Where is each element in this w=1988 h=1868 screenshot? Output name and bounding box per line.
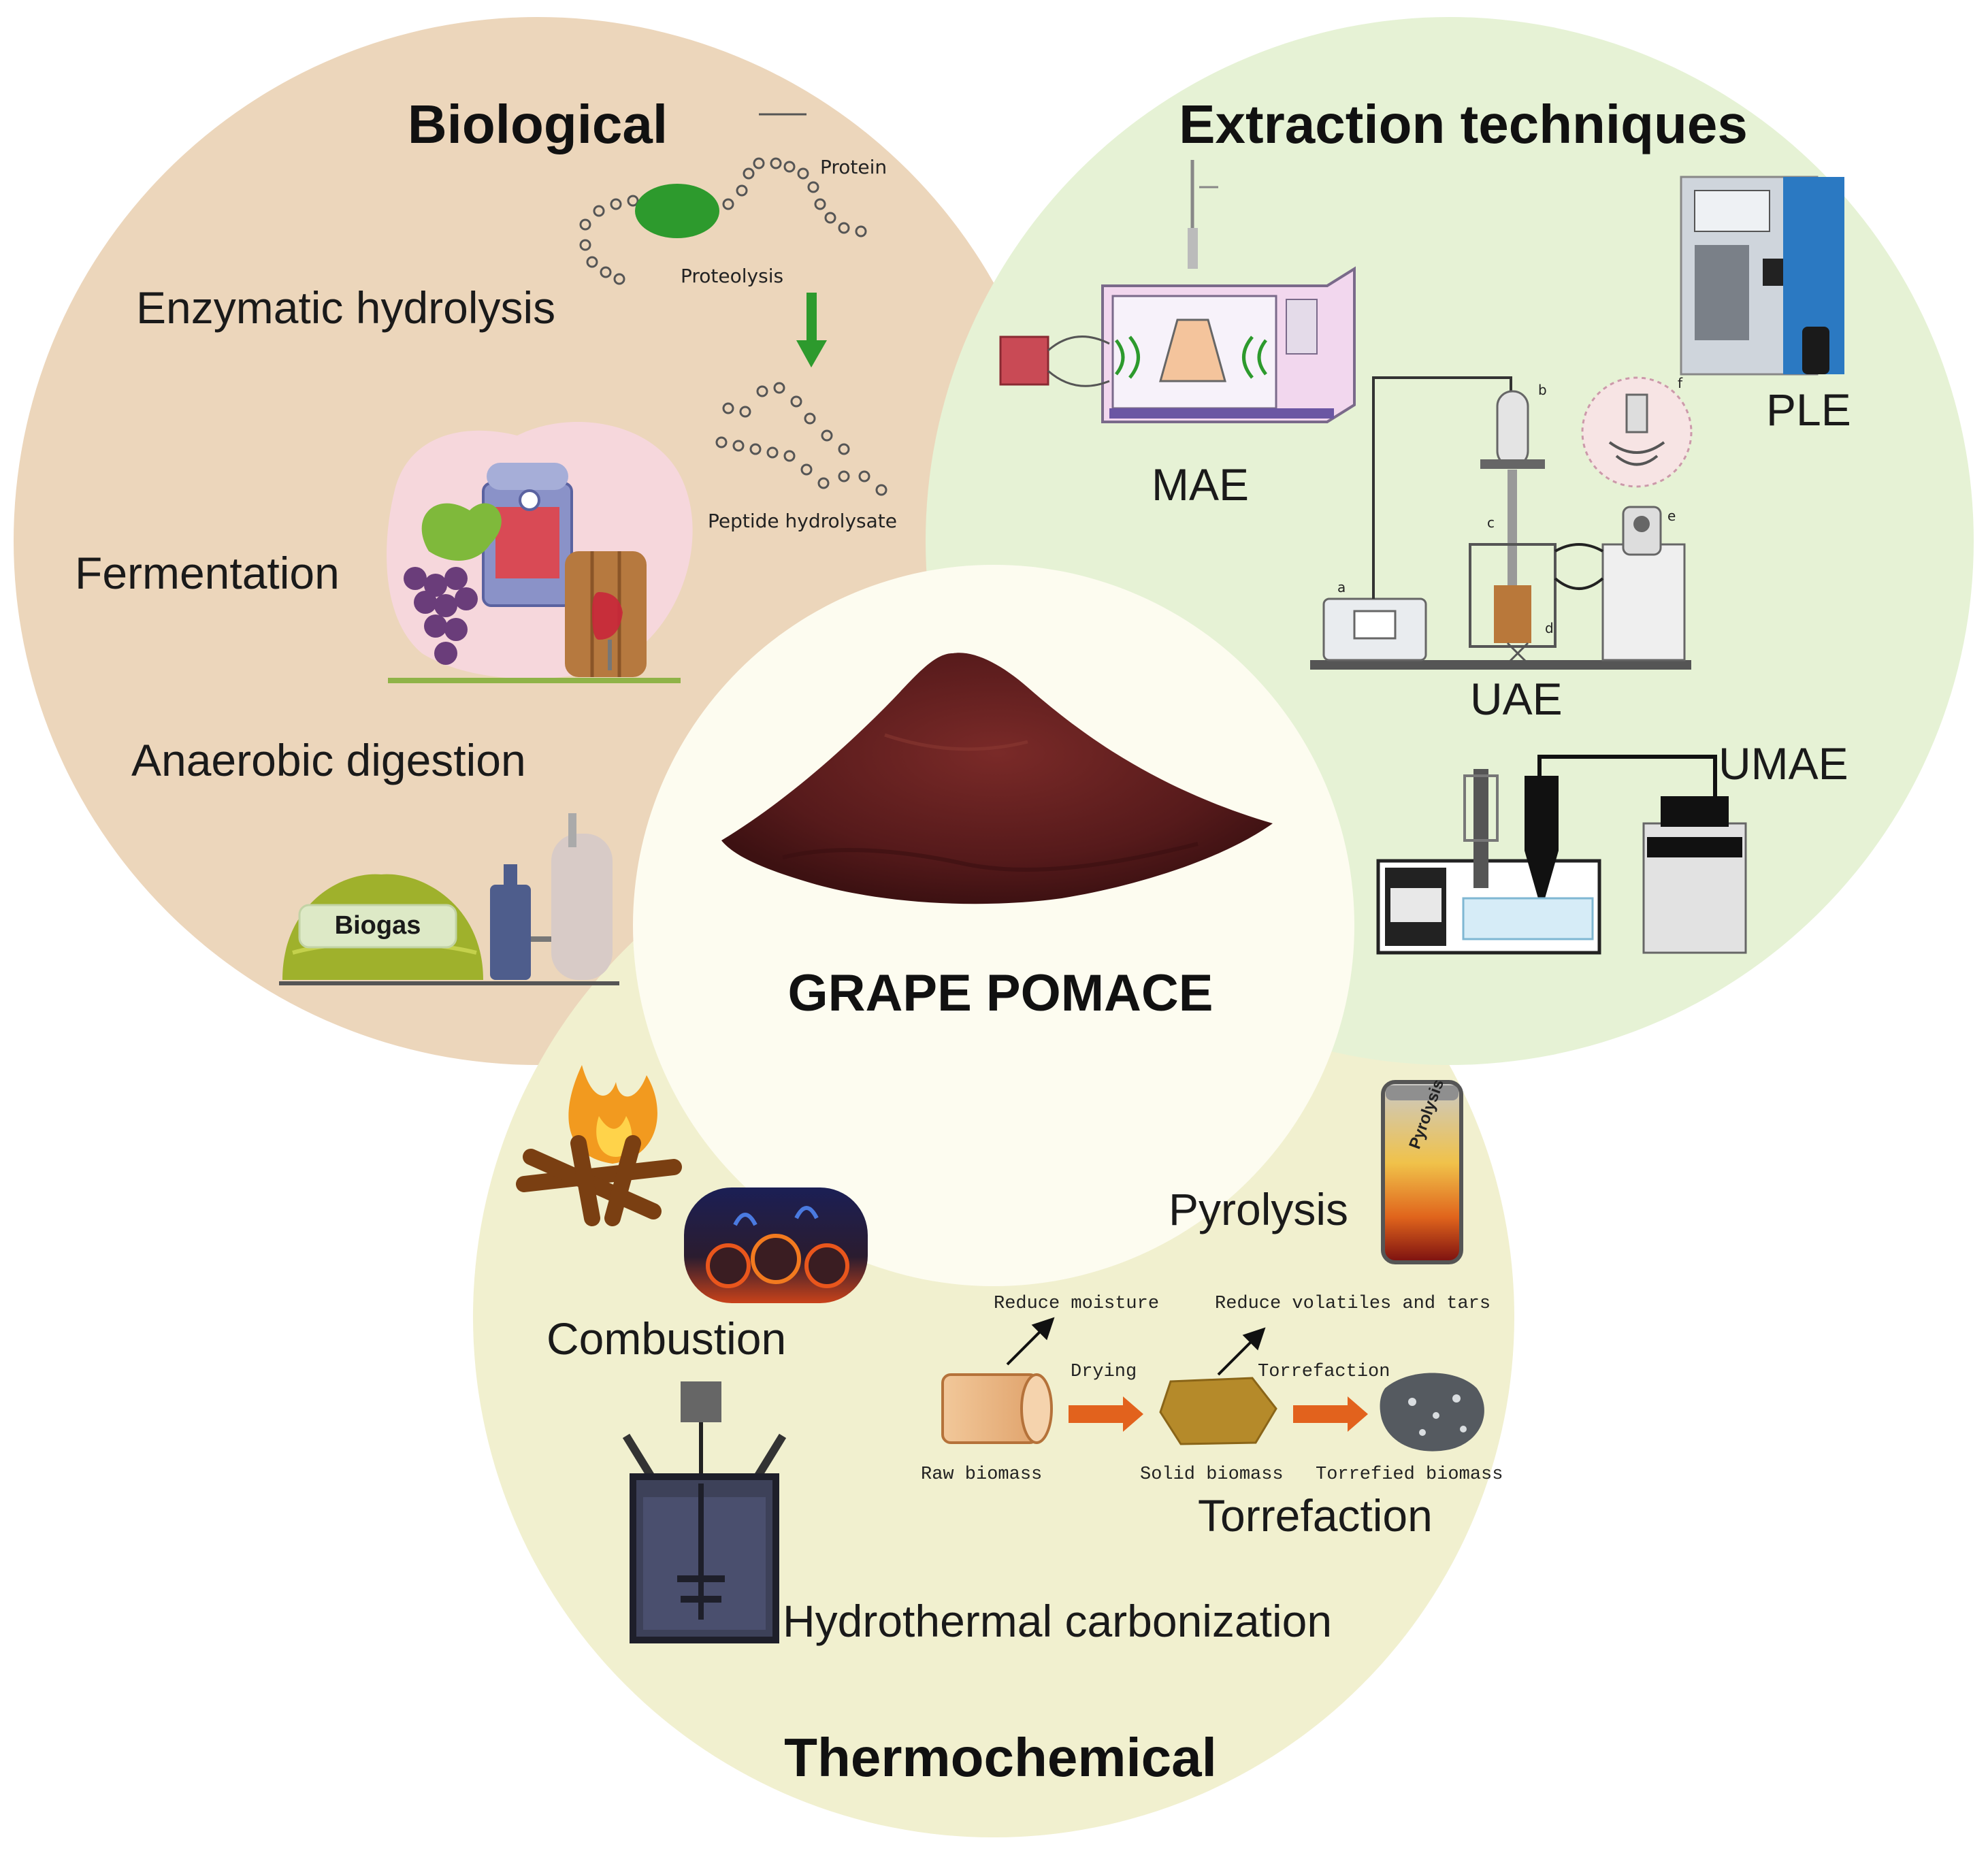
part-letter-b: b (1538, 382, 1547, 398)
mae-apparatus (999, 160, 1356, 423)
method-enzymatic-hydrolysis: Enzymatic hydrolysis (136, 282, 555, 333)
moisture-arrow (1006, 1317, 1055, 1366)
method-ple: PLE (1766, 384, 1851, 435)
biogas-label: Biogas (335, 911, 421, 940)
torrefaction-arrow (1293, 1396, 1368, 1432)
peptide-hydrolysate-label: Peptide hydrolysate (708, 510, 897, 532)
volatiles-arrow (1217, 1327, 1266, 1376)
biogas-plant-illustration: Biogas (279, 813, 619, 985)
solid-biomass-shape (1159, 1377, 1277, 1445)
proteolysis-figure: Protein Proteolysis Peptide hydrolysate (579, 113, 897, 532)
method-mae: MAE (1152, 459, 1249, 510)
biological-title: Biological (408, 94, 668, 154)
method-combustion: Combustion (547, 1313, 786, 1364)
part-letter-a: a (1337, 579, 1346, 595)
protein-label: Protein (820, 156, 887, 178)
umae-apparatus (1376, 755, 1747, 955)
proteolysis-arrow (796, 293, 827, 367)
reduce-moisture-label: Reduce moisture (994, 1294, 1159, 1314)
part-letter-e: e (1667, 508, 1676, 524)
method-torrefaction: Torrefaction (1198, 1490, 1433, 1541)
embers-illustration (684, 1187, 868, 1303)
torrefied-biomass-shape (1380, 1373, 1484, 1452)
thermochemical-title: Thermochemical (784, 1727, 1217, 1788)
method-fermentation: Fermentation (75, 548, 340, 598)
center-label: GRAPE POMACE (788, 964, 1213, 1022)
torrefaction-scheme: Reduce moisture Reduce volatiles and tar… (921, 1294, 1503, 1485)
ple-instrument (1680, 176, 1844, 376)
raw-biomass-label: Raw biomass (921, 1464, 1042, 1485)
torrefied-biomass-label: Torrefied biomass (1316, 1464, 1503, 1485)
enzyme-blob (635, 184, 719, 238)
campfire-illustration (516, 1065, 682, 1226)
part-letter-f: f (1678, 375, 1683, 391)
uae-part-letters: a b c d e f (1337, 375, 1683, 636)
htc-reactor (622, 1381, 787, 1643)
uae-apparatus (1310, 376, 1693, 670)
fermentation-illustration (387, 422, 693, 683)
part-letter-d: d (1545, 620, 1554, 636)
pomace-pile-image (721, 653, 1273, 904)
solid-biomass-label: Solid biomass (1140, 1464, 1284, 1485)
part-letter-c: c (1487, 514, 1495, 531)
method-hydrothermal-carbonization: Hydrothermal carbonization (783, 1596, 1332, 1646)
pyrolysis-canister: Pyrolysis (1381, 1077, 1463, 1264)
drying-label: Drying (1071, 1362, 1137, 1382)
method-umae: UMAE (1718, 738, 1848, 789)
torrefaction-step-label: Torrefaction (1258, 1362, 1390, 1382)
raw-biomass-log (941, 1373, 1053, 1444)
center-circle (633, 565, 1354, 1286)
drying-arrow (1069, 1396, 1143, 1432)
proteolysis-label: Proteolysis (681, 265, 783, 287)
extraction-title: Extraction techniques (1179, 94, 1748, 154)
reduce-volatiles-label: Reduce volatiles and tars (1215, 1294, 1490, 1314)
method-pyrolysis: Pyrolysis (1169, 1184, 1348, 1234)
biogas-tag (298, 904, 457, 949)
method-uae: UAE (1470, 674, 1563, 724)
method-anaerobic-digestion: Anaerobic digestion (131, 735, 526, 785)
